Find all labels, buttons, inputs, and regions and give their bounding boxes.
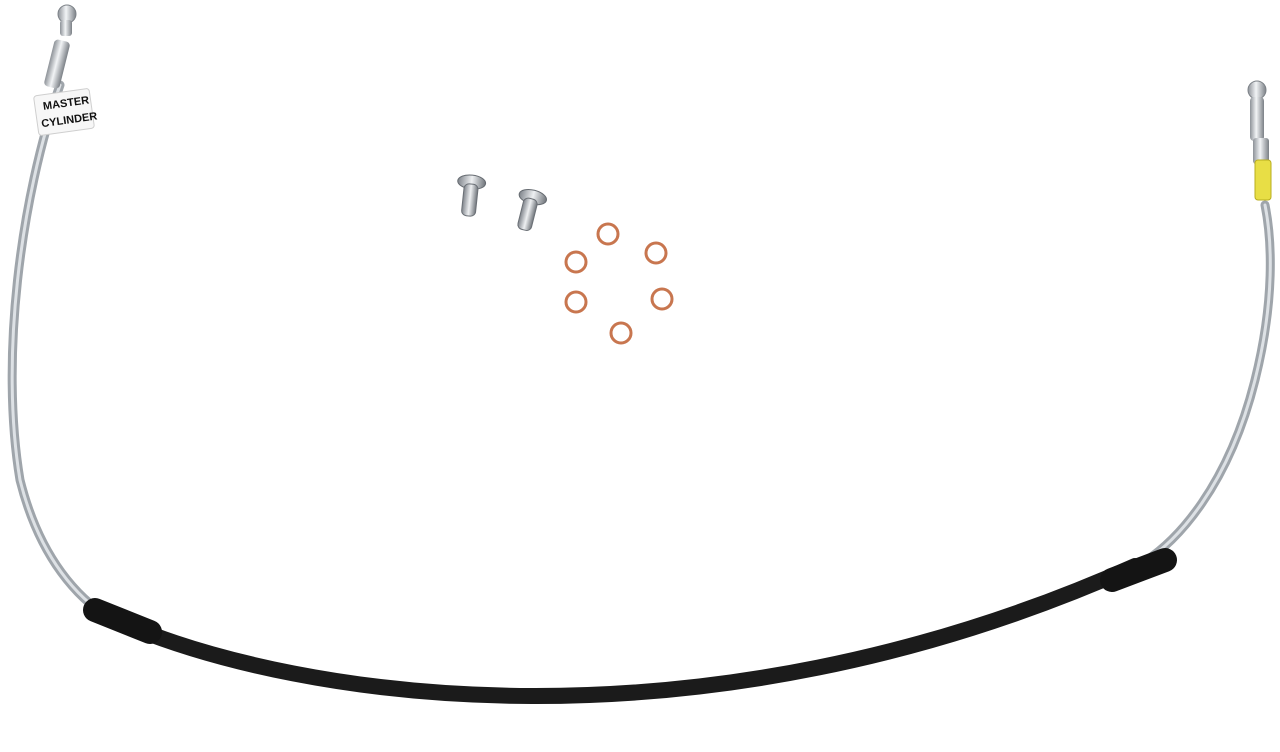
banjo-bolt-1	[457, 174, 487, 217]
crush-washer-3	[564, 250, 588, 274]
crush-washer-6	[609, 321, 633, 345]
crush-washer-1	[596, 222, 620, 246]
crush-washer-2	[644, 241, 668, 265]
yellow-id-band	[1254, 159, 1272, 201]
crush-washer-5	[650, 287, 674, 311]
braided-brake-line	[7, 80, 1275, 701]
crush-washer-4	[564, 290, 588, 314]
left-sleeve-collar	[83, 598, 162, 644]
braided-line-highlight	[10, 83, 1272, 698]
master-cylinder-label: MASTER CYLINDER	[33, 88, 98, 136]
banjo-bolt-2	[517, 188, 548, 231]
left-banjo-fitting	[44, 4, 77, 89]
black-protective-sleeve	[112, 558, 1143, 704]
right-sleeve-collar	[1100, 548, 1177, 592]
right-banjo-fitting	[1247, 80, 1272, 201]
